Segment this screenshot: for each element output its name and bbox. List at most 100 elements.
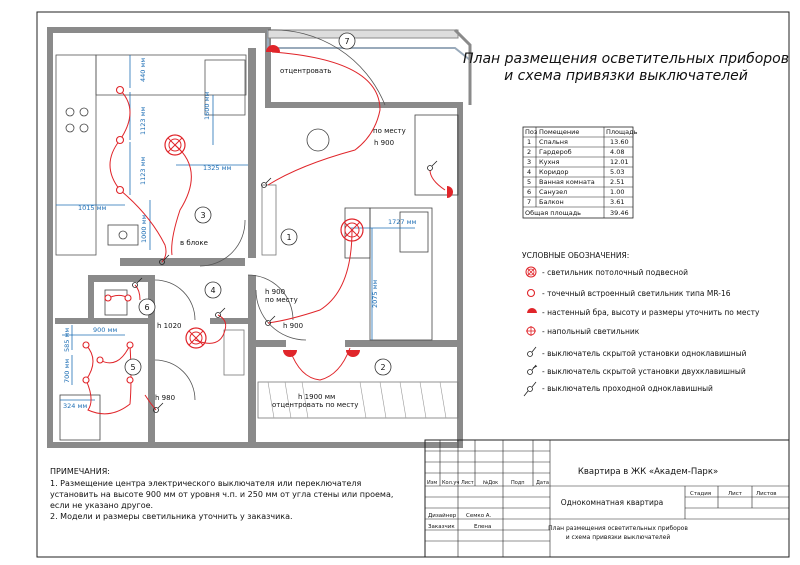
spotlights: [82, 85, 134, 384]
toilet: [104, 289, 128, 316]
table-cell: 3.61: [610, 198, 624, 206]
legend-switch-passthrough-icon: [523, 381, 537, 397]
table-cell: 6: [527, 188, 531, 196]
wall-sconces: [266, 45, 453, 357]
table-cell: Спальня: [539, 138, 568, 146]
table-total-value: 39.46: [610, 209, 629, 217]
table-cell: 7: [527, 198, 531, 206]
wardrobe-hangers: [267, 381, 447, 419]
table-cell: 2.51: [610, 178, 624, 186]
table-cell: 5: [527, 178, 531, 186]
switch-wiring: [85, 51, 446, 415]
legend-item: - светильник потолочный подвесной: [542, 268, 688, 277]
room-numbers: 1 2 3 4 5 6 7: [130, 37, 385, 372]
table-cell: Гардероб: [539, 148, 572, 156]
wall-corridor-stub: [210, 318, 248, 324]
stamp-col-header: Лист: [461, 480, 474, 486]
legend-item: - выключатель скрытой установки одноклав…: [542, 349, 747, 358]
floor-plan: 1 2 3 4 5 6 7 440 мм 1600 мм 1123 мм 112…: [47, 27, 472, 448]
wall-kitchen-bottom: [120, 258, 245, 266]
stamp-sheet-title-1: План размещения осветительных приборов: [548, 525, 688, 532]
dim-1123a: 1123 мм: [139, 106, 147, 135]
table-cell: Коридор: [539, 168, 569, 176]
stamp-customer-name: Елена: [474, 524, 491, 530]
dim-1015: 1015 мм: [78, 204, 107, 212]
label-po-mestu-1: по месту: [373, 127, 406, 135]
label-otsentrovat: отцентровать: [280, 67, 331, 75]
table-cell: 1.00: [610, 188, 624, 196]
switches: [132, 160, 438, 413]
stamp-customer-label: Заказчик: [428, 524, 455, 530]
dim-1325: 1325 мм: [203, 164, 232, 172]
cooktop-icon: [65, 107, 89, 133]
table-cell: 5.03: [610, 168, 624, 176]
pendant-light-kitchen: [164, 134, 186, 156]
rooms-table: Поз Помещение Площадь 1 Спальня 13.60 2 …: [522, 126, 638, 219]
label-po-mestu-2: по месту: [265, 296, 298, 304]
table-cell: 2: [527, 148, 531, 156]
corridor-cabinet: [223, 329, 245, 376]
room-number-1: 1: [286, 233, 291, 242]
pendant-light-corridor: [185, 327, 207, 349]
label-h900-3: h 900: [283, 322, 303, 330]
stamp-stage-header: Лист: [728, 491, 743, 497]
legend-switch-single-icon: [527, 346, 537, 357]
stamp-project: Квартира в ЖК «Академ-Парк»: [578, 467, 718, 477]
label-h980: h 980: [155, 394, 175, 402]
table-header-pos: Поз: [525, 128, 538, 136]
bedroom-desk: [414, 114, 459, 196]
dim-585: 585 мм: [63, 328, 71, 352]
wall-wc-top: [88, 275, 148, 282]
dim-1123b: 1123 мм: [139, 156, 147, 185]
room-number-2: 2: [380, 363, 385, 372]
kitchen-upper-cabinets: [95, 54, 247, 96]
pillow: [399, 211, 429, 253]
room-number-6: 6: [144, 303, 149, 312]
stamp-col-header: Дата: [536, 480, 549, 486]
dim-900: 900 мм: [93, 326, 117, 334]
balcony-rail: [267, 29, 459, 39]
bed: [369, 207, 433, 341]
table-cell: 4: [527, 168, 531, 176]
table-cell: 4.08: [610, 148, 624, 156]
legend-item: - точечный встроенный светильник типа MR…: [542, 289, 731, 298]
stamp-designer-label: Дизайнер: [428, 512, 457, 519]
notes-line: 1. Размещение центра электрического выкл…: [50, 479, 361, 488]
table-cell: 1: [527, 138, 531, 146]
table-header-area: Площадь: [606, 128, 638, 136]
wall-wardrobe-top: [345, 340, 460, 347]
room-number-7: 7: [344, 37, 349, 46]
room-number-circles: [124, 32, 392, 376]
fridge: [204, 59, 246, 116]
sink-icon: [107, 224, 139, 246]
stamp-col-header: Изм: [427, 480, 437, 486]
dim-2075: 2075 мм: [371, 279, 379, 308]
stamp-stage-headers: Стадия Лист Листов: [690, 491, 777, 497]
wall-corridor-right: [248, 275, 256, 445]
label-h900-1: h 900: [374, 139, 394, 147]
balcony-corner: [453, 28, 472, 105]
table-cell: 13.60: [610, 138, 629, 146]
wall-bath-right: [148, 275, 155, 445]
title-block: Изм Кол.уч Лист №Док Подп Дата Квартира …: [424, 439, 790, 558]
label-h1900: h 1900 мм: [298, 393, 335, 401]
nightstand: [344, 207, 371, 259]
doors: [154, 29, 386, 401]
chair-icon: [306, 128, 330, 152]
stamp-sheet-title-2: и схема привязки выключателей: [566, 534, 671, 541]
legend: УСЛОВНЫЕ ОБОЗНАЧЕНИЯ: - светильник потол…: [522, 251, 760, 397]
dim-700: 700 мм: [63, 359, 71, 383]
legend-texts: - светильник потолочный подвесной - точе…: [542, 268, 760, 393]
drawing-title: План размещения осветительных приборов и…: [463, 51, 789, 84]
room-number-4: 4: [210, 286, 215, 295]
room-number-5: 5: [130, 363, 135, 372]
table-header-room: Помещение: [539, 128, 579, 136]
table-cell: Балкон: [539, 198, 564, 206]
stamp-column-headers: Изм Кол.уч Лист №Док Подп Дата: [427, 480, 549, 486]
notes: ПРИМЕЧАНИЯ: 1. Размещение центра электри…: [50, 467, 393, 521]
stamp-col-header: №Док: [483, 480, 498, 486]
wall-wardrobe-left: [256, 340, 286, 347]
legend-switch-double-icon: [527, 364, 538, 375]
stamp-signatures: Дизайнер Семко А. Заказчик Елена: [428, 512, 492, 530]
legend-floor-lamp-icon: [526, 326, 536, 336]
